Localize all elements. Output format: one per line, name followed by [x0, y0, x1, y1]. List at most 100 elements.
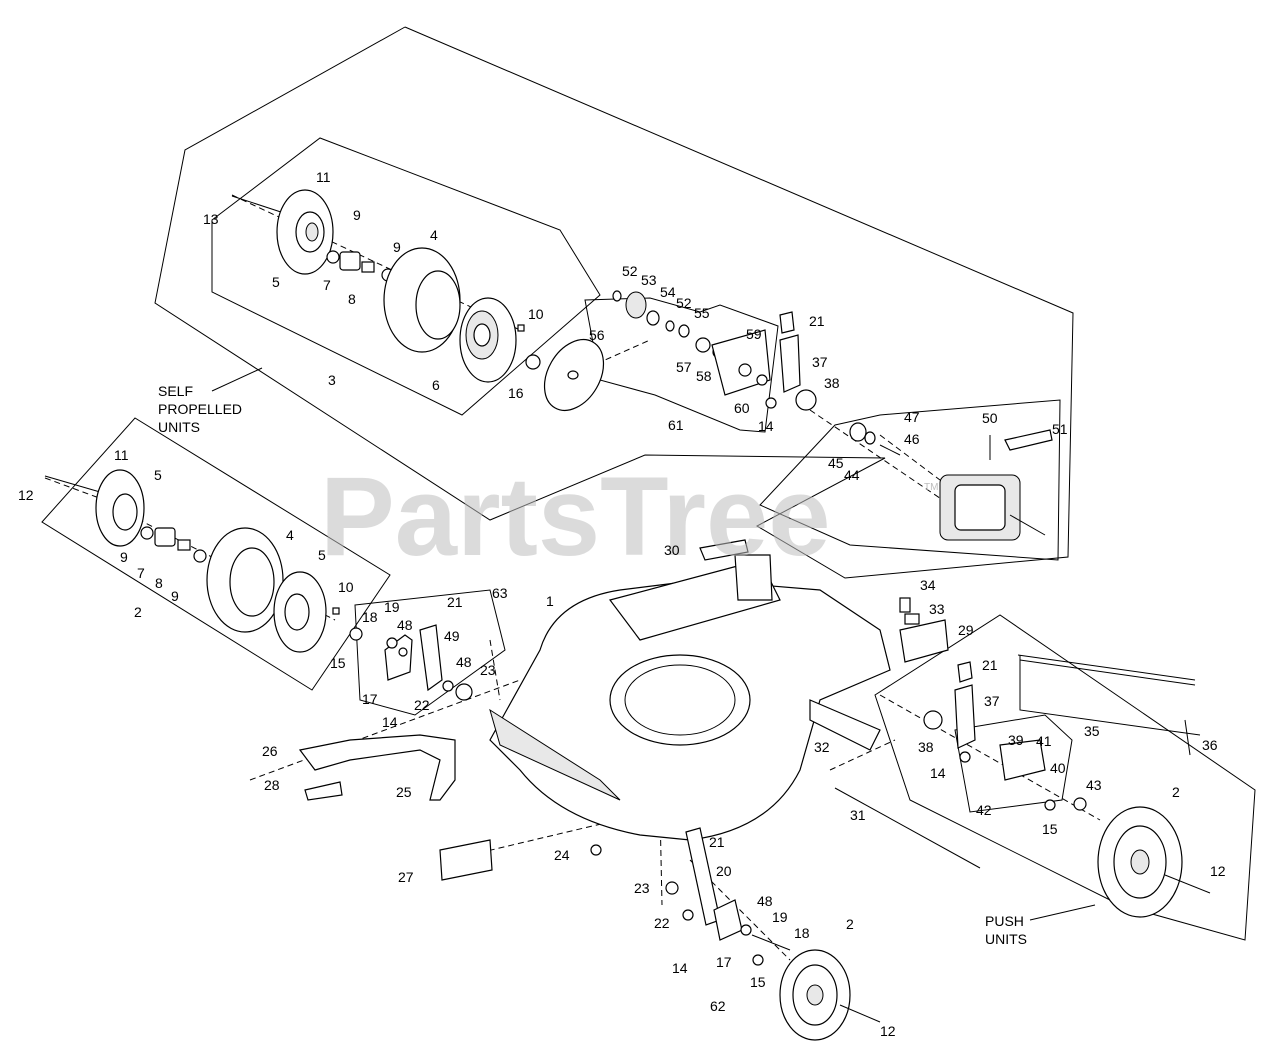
- callout-c-48c: 48: [757, 893, 773, 909]
- callout-c-10a: 10: [528, 306, 544, 322]
- callout-c-63a: 63: [492, 585, 508, 601]
- bolt-34: [899, 597, 911, 613]
- callout-c-29a: 29: [958, 622, 974, 638]
- callout-c-25a: 25: [396, 784, 412, 800]
- callout-c-26a: 26: [262, 743, 278, 759]
- callout-c-17b: 17: [716, 954, 732, 970]
- bracket-28: [304, 781, 343, 801]
- callout-c-58a: 58: [696, 368, 712, 384]
- callout-c-5c: 5: [318, 547, 326, 563]
- callout-c-12a: 12: [18, 487, 34, 503]
- callout-c-2c: 2: [846, 916, 854, 932]
- plate-37a: [779, 334, 801, 393]
- nut-24: [590, 844, 602, 856]
- callout-c-14b: 14: [382, 714, 398, 730]
- callout-c-23b: 23: [634, 880, 650, 896]
- callout-c-11b: 11: [114, 447, 129, 463]
- knob-21c: [957, 661, 973, 683]
- pin-36: [1184, 719, 1191, 756]
- callout-c-3a: 3: [328, 372, 336, 388]
- callout-c-31a: 31: [850, 807, 866, 823]
- callout-c-53a: 53: [641, 272, 657, 288]
- callout-c-19a: 19: [384, 599, 400, 615]
- callout-c-10b: 10: [338, 579, 354, 595]
- callout-c-18b: 18: [794, 925, 810, 941]
- callout-c-13a: 13: [203, 211, 219, 227]
- callout-c-56a: 56: [589, 327, 605, 343]
- bracket-29: [899, 619, 949, 663]
- bolt-12a: [44, 475, 101, 493]
- callout-c-17a: 17: [362, 691, 378, 707]
- spacer-33: [904, 613, 920, 625]
- callout-c-37a: 37: [812, 354, 828, 370]
- callout-c-24a: 24: [554, 847, 570, 863]
- bracket-58: [711, 329, 771, 396]
- callout-c-60a: 60: [734, 400, 750, 416]
- callout-c-35a: 35: [1084, 723, 1100, 739]
- callout-c-22b: 22: [654, 915, 670, 931]
- spacer-8a: [361, 261, 375, 273]
- callout-c-21b: 21: [447, 594, 463, 610]
- bracket-27: [439, 839, 493, 881]
- callout-c-52b: 52: [676, 295, 692, 311]
- callout-c-9a: 9: [353, 207, 361, 223]
- rod-31: [834, 787, 981, 869]
- callout-c-8b: 8: [155, 575, 163, 591]
- callout-c-61a: 61: [668, 417, 684, 433]
- bushing-38b: [923, 710, 943, 730]
- callout-c-21d: 21: [709, 834, 725, 850]
- caption-push-units: UNITS: [985, 931, 1027, 947]
- gear-53: [625, 291, 647, 319]
- callout-c-37b: 37: [984, 693, 1000, 709]
- callout-c-9b: 9: [393, 239, 401, 255]
- callout-c-28a: 28: [264, 777, 280, 793]
- callout-c-5b: 5: [154, 467, 162, 483]
- callout-c-18a: 18: [362, 609, 378, 625]
- plate-37b: [954, 684, 976, 749]
- callout-c-4b: 4: [286, 527, 294, 543]
- callout-c-6a: 6: [432, 377, 440, 393]
- bearing-7a: [339, 251, 361, 271]
- knob-21a: [779, 311, 795, 334]
- callout-c-33a: 33: [929, 601, 945, 617]
- callout-c-57a: 57: [676, 359, 692, 375]
- callout-c-48b: 48: [456, 654, 472, 670]
- callout-c-21c: 21: [982, 657, 998, 673]
- axle-35: [1019, 659, 1196, 686]
- callout-c-9d: 9: [171, 588, 179, 604]
- bushing-23a: [455, 683, 473, 701]
- callout-c-47a: 47: [904, 409, 920, 425]
- callout-c-40a: 40: [1050, 760, 1066, 776]
- callout-c-50a: 50: [982, 410, 998, 426]
- callout-c-38a: 38: [824, 375, 840, 391]
- bolt-12c: [839, 1004, 881, 1023]
- callout-c-55a: 55: [694, 305, 710, 321]
- rod-26: [298, 734, 456, 801]
- self-propelled-caption: SELF PROPELLED UNITS: [158, 367, 263, 435]
- callout-c-36a: 36: [1202, 737, 1218, 753]
- watermark: PartsTree: [320, 454, 831, 579]
- callout-c-2a: 2: [134, 604, 142, 620]
- callout-c-51a: 51: [1052, 421, 1068, 437]
- callout-c-8a: 8: [348, 291, 356, 307]
- bearing-7b: [154, 527, 176, 547]
- callout-c-43a: 43: [1086, 777, 1102, 793]
- push-units-right: [834, 659, 1211, 918]
- caption-push: PUSH: [985, 913, 1024, 929]
- callout-c-20a: 20: [716, 863, 732, 879]
- callout-c-16a: 16: [508, 385, 524, 401]
- callout-c-44a: 44: [844, 467, 860, 483]
- callout-c-15a: 15: [330, 655, 346, 671]
- callout-c-38b: 38: [918, 739, 934, 755]
- callout-c-12c: 12: [880, 1023, 896, 1039]
- caption-units: UNITS: [158, 419, 200, 435]
- drive-gear-parts: [543, 290, 817, 411]
- height-adjust-front: [665, 827, 881, 1041]
- callout-c-4a: 4: [430, 227, 438, 243]
- callout-c-46a: 46: [904, 431, 920, 447]
- watermark-tm: TM: [924, 482, 938, 493]
- callout-c-14a: 14: [758, 418, 774, 434]
- callout-c-42a: 42: [976, 802, 992, 818]
- callout-c-12b: 12: [1210, 863, 1226, 879]
